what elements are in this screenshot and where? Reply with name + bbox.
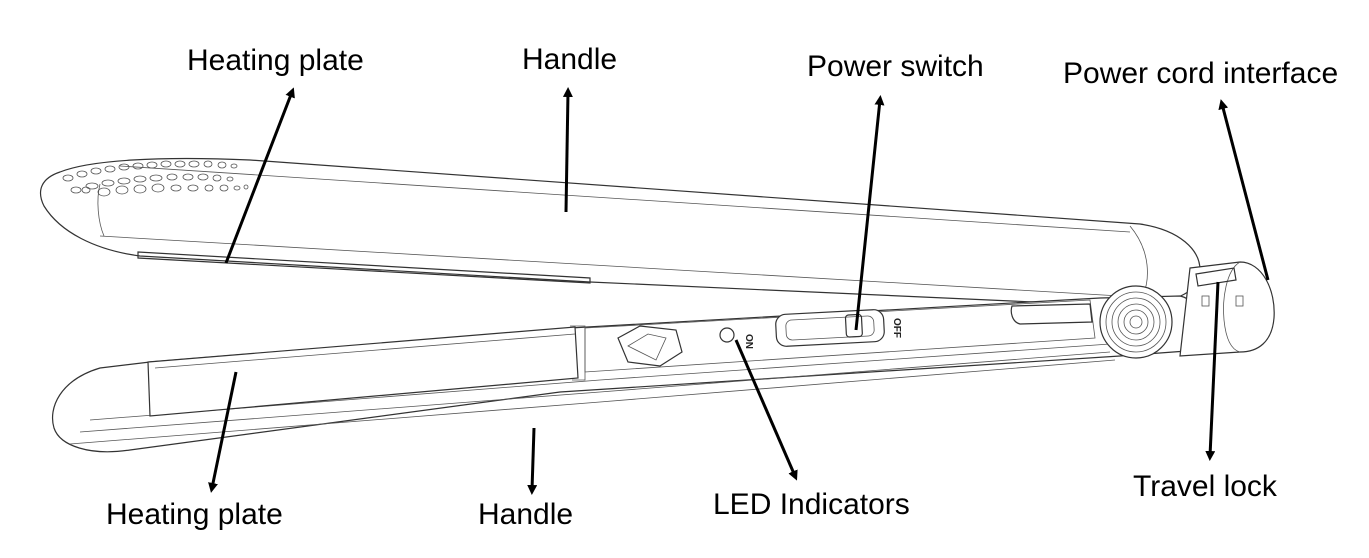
top-arm-lower-edge [99,235,1121,297]
bottom-arm-side-line-2 [79,351,1111,433]
top-arm [39,157,1201,306]
cord-interface [1179,261,1275,357]
slide-button [617,325,683,367]
top-arm-tip-curve [97,183,105,237]
arrow-power-cord [1218,99,1270,281]
bottom-heating-plate [147,326,579,417]
led-indicator [719,327,735,343]
lock-marker-2 [1235,295,1244,307]
arrow-power-switch [854,95,885,331]
slide-button-inner [627,333,667,361]
hinge-assembly [1099,261,1275,359]
lock-marker-1 [1201,295,1210,307]
label-heating-plate-bottom: Heating plate [106,498,283,531]
power-switch-inner [785,315,875,341]
arrow-heating-plate-top [224,87,295,264]
cord-interface-ring [1223,261,1241,353]
arrow-travel-lock [1205,281,1220,461]
bottom-arm: ON OFF [52,295,1204,453]
label-heating-plate-top: Heating plate [187,44,364,77]
label-power-cord-interface: Power cord interface [1063,57,1339,90]
off-marking: OFF [891,318,902,338]
power-switch-knob [844,313,863,338]
arrow-handle-bottom [527,427,538,495]
label-handle-bottom: Handle [478,498,574,531]
arrow-handle-top [562,87,573,213]
label-travel-lock: Travel lock [1133,470,1277,503]
travel-lock-dial [1099,285,1173,359]
bottom-arm-side-line-3 [69,359,1116,445]
hinge-tab [1010,303,1093,325]
top-heating-plate [137,251,591,284]
control-panel [584,299,1096,373]
power-switch [775,309,885,347]
on-marking: ON [743,334,754,349]
arrow-led [734,339,798,481]
label-handle-top: Handle [522,43,618,76]
cord-grip [1195,267,1237,287]
top-arm-ridge [119,165,1131,233]
vent-holes [62,160,249,197]
bottom-plate-edge [154,333,576,369]
label-led-indicators: LED Indicators [713,488,910,521]
arrow-heating-plate-bottom [208,371,238,493]
leader-arrows [208,87,1270,495]
label-power-switch: Power switch [807,50,984,83]
